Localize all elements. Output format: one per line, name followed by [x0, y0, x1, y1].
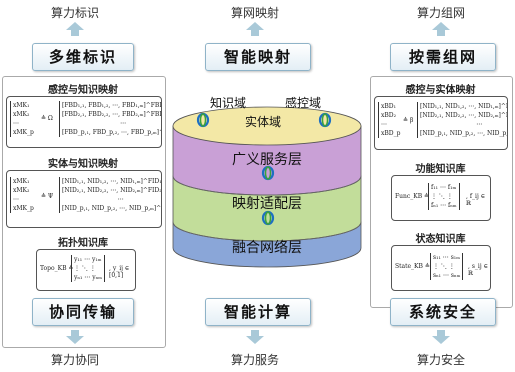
entity-domain-label: 实体域 [245, 115, 282, 129]
label-computing-identification: 算力标识 [50, 6, 99, 20]
function-knowledge-formula: Func_KB ≜ f₁₁ ⋯ f₁ₘ ⋮ ⋱ ⋮ fₙ₁ ⋯ fₙₘ , f_… [391, 175, 491, 221]
left-section2-title: 实体与知识映射 [48, 159, 118, 170]
label-computing-networking: 算力组网 [416, 6, 465, 20]
cylinder-top-surface [172, 106, 362, 146]
sensing-entity-formula: xBD₁ xBD₂ ⋯ xBD_p ≜ β [NID₁,₁, NID₁,₂, ⋯… [374, 96, 508, 150]
link-icon [196, 112, 210, 128]
system-security-box: 系统安全 [390, 298, 496, 326]
entity-knowledge-formula: xMK₁ xMK₂ ⋯ xMK_p ≜ Ψ [NID₁,₁, NID₁,₂, ⋯… [6, 170, 162, 228]
link-icon [318, 112, 332, 128]
intelligent-mapping-box: 智能映射 [205, 43, 311, 71]
fusion-network-layer-label: 融合网络层 [232, 240, 302, 256]
right-section3-title: 状态知识库 [415, 234, 466, 245]
label-network-mapping: 算网映射 [230, 6, 279, 20]
down-arrow-icon [432, 330, 450, 344]
down-arrow-icon [246, 330, 264, 344]
up-arrow-icon [66, 22, 84, 36]
up-arrow-icon [246, 22, 264, 36]
link-icon [261, 210, 275, 226]
layer-cylinder [172, 106, 362, 268]
topology-knowledge-formula: Topo_KB ≜ y₁₁ ⋯ y₁ₘ ⋮ ⋱ ⋮ yₙ₁ ⋯ yₙₘ , y_… [36, 249, 136, 291]
mapping-adaptation-layer-label: 映射适配层 [232, 196, 302, 212]
left-section1-title: 感控与知识映射 [48, 85, 118, 96]
knowledge-domain-label: 知识域 [210, 96, 247, 110]
sensing-knowledge-formula: xMK₁ xMK₂ ⋯ xMK_p ≜ Ω [FBD₁,₁, FBD₁,₂, ⋯… [6, 96, 162, 148]
sensing-domain-label: 感控域 [285, 96, 322, 110]
label-computing-collaboration: 算力协同 [50, 353, 99, 367]
general-service-layer-label: 广义服务层 [232, 152, 302, 168]
state-knowledge-formula: State_KB ≜ s₁₁ ⋯ s₁ₘ ⋮ ⋱ ⋮ sₙ₁ ⋯ sₙₘ , s… [391, 245, 491, 291]
intelligent-computing-box: 智能计算 [205, 298, 311, 326]
label-computing-service: 算力服务 [230, 353, 279, 367]
left-panel [2, 76, 166, 348]
label-computing-security: 算力安全 [416, 353, 465, 367]
down-arrow-icon [66, 330, 84, 344]
multidim-identification-box: 多维标识 [32, 43, 134, 71]
link-icon [261, 165, 275, 181]
right-section1-title: 感控与实体映射 [405, 85, 476, 96]
up-arrow-icon [432, 22, 450, 36]
right-section2-title: 功能知识库 [415, 164, 466, 175]
left-section3-title: 拓扑知识库 [58, 238, 108, 249]
ondemand-networking-box: 按需组网 [390, 43, 496, 71]
collaborative-transmission-box: 协同传输 [32, 298, 134, 326]
